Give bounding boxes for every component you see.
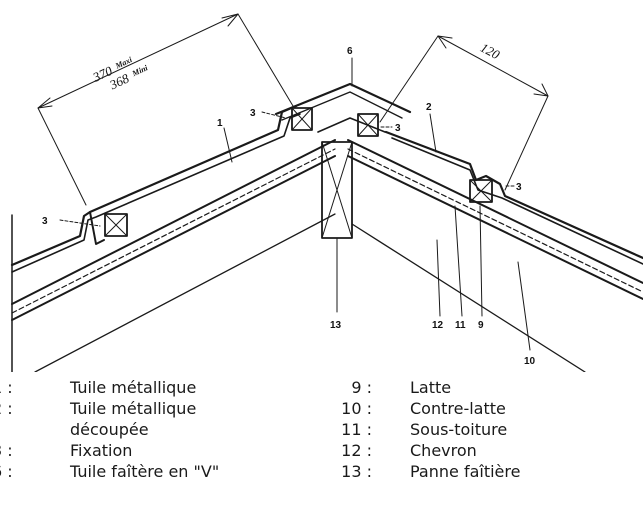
legend-text: Fixation xyxy=(70,441,133,460)
legend-text: Tuile métallique xyxy=(70,399,197,418)
ridge-purlin xyxy=(321,141,353,313)
rafter-left xyxy=(11,139,336,321)
legend-num: 12 : xyxy=(341,441,372,460)
batten-ridge-left xyxy=(291,107,313,131)
legend-text: Sous-toiture xyxy=(410,420,508,439)
leader-3-ridge xyxy=(261,111,287,119)
batten-right xyxy=(469,179,493,203)
legend-num: 11 : xyxy=(341,420,372,439)
leader-3-left xyxy=(59,219,101,227)
legend-text: Contre-latte xyxy=(410,399,506,418)
legend-text: Chevron xyxy=(410,441,477,460)
callout-3-ridge-right: 3 xyxy=(395,123,401,134)
callout-11: 11 xyxy=(455,320,466,331)
dim-right-value: 120 xyxy=(478,40,503,63)
leader-12 xyxy=(436,239,441,317)
leader-11 xyxy=(454,205,463,317)
metal-tile-right xyxy=(384,130,643,265)
legend-text: Tuile métallique xyxy=(70,378,197,397)
legend-text: Panne faîtière xyxy=(410,462,521,481)
callout-2: 2 xyxy=(426,102,432,113)
legend-num: 2 : xyxy=(0,399,13,418)
legend-num: 3 : xyxy=(0,441,13,460)
ridge-tile xyxy=(274,82,412,133)
callout-6: 6 xyxy=(347,46,353,57)
underside-line-left xyxy=(34,213,336,372)
callout-3-ridge: 3 xyxy=(250,108,256,119)
dimension-line-main xyxy=(37,13,294,206)
rafter-right xyxy=(347,139,643,300)
leader-1 xyxy=(223,127,233,163)
legend-text: Tuile faîtère en "V" xyxy=(70,462,220,481)
callout-9: 9 xyxy=(478,320,484,331)
dimension-line-right xyxy=(379,35,549,191)
callout-13: 13 xyxy=(330,320,342,331)
legend: 1 : Tuile métallique 2 : Tuile métalliqu… xyxy=(0,377,643,508)
batten-left xyxy=(104,213,128,237)
legend-num: 6 : xyxy=(0,462,13,481)
legend-text: Latte xyxy=(410,378,452,397)
leader-9 xyxy=(479,205,483,317)
dim-main-min: Mini xyxy=(130,63,150,79)
callout-3-right: 3 xyxy=(516,182,522,193)
leader-10 xyxy=(517,261,531,351)
legend-num: 13 : xyxy=(341,462,372,481)
legend-num: 9 : xyxy=(351,378,372,397)
dim-main-max: Maxi xyxy=(113,55,134,71)
callout-1: 1 xyxy=(217,118,223,129)
callout-10: 10 xyxy=(524,356,536,367)
legend-text: découpée xyxy=(70,420,149,439)
legend-num: 1 : xyxy=(0,378,13,397)
batten-ridge-right xyxy=(357,113,379,137)
leader-2 xyxy=(429,113,437,153)
callout-12: 12 xyxy=(432,320,444,331)
roof-ridge-drawing: 370 Maxi 368 Mini 120 1 2 3 3 3 3 6 9 10… xyxy=(10,13,643,372)
callout-3-left: 3 xyxy=(42,216,48,227)
underside-line-right xyxy=(351,223,586,372)
legend-num: 10 : xyxy=(341,399,372,418)
